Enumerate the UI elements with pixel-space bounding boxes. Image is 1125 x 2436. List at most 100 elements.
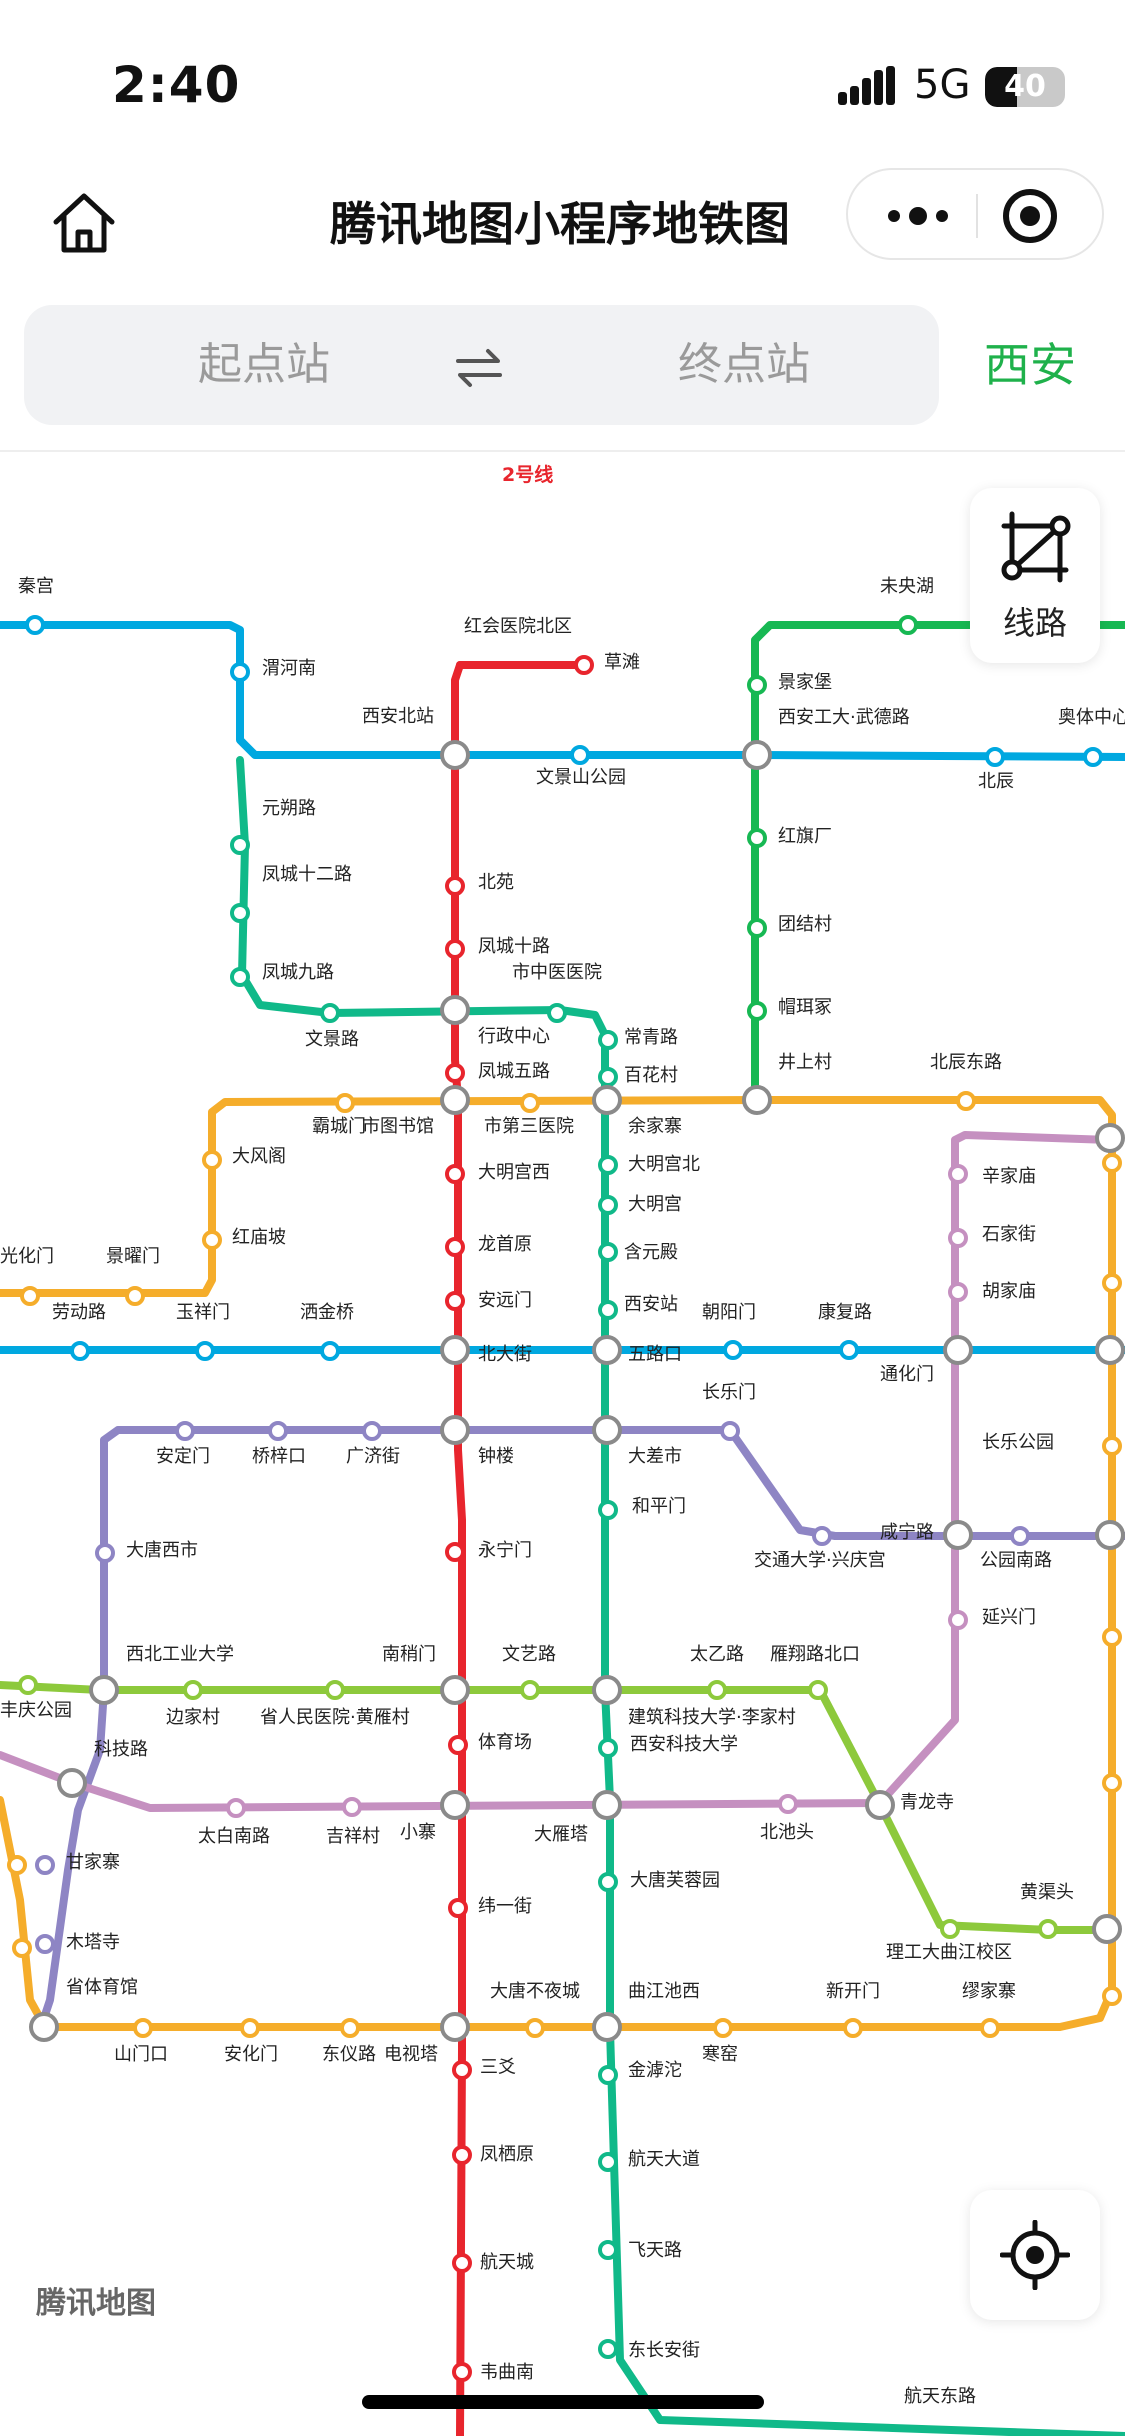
transfer-station-marker[interactable] xyxy=(943,1335,973,1365)
station-marker[interactable] xyxy=(445,1237,465,1257)
more-button[interactable] xyxy=(878,192,958,240)
station-marker[interactable] xyxy=(1083,747,1103,767)
station-marker[interactable] xyxy=(713,2018,733,2038)
station-marker[interactable] xyxy=(448,1898,468,1918)
station-marker[interactable] xyxy=(230,835,250,855)
station-marker[interactable] xyxy=(747,918,767,938)
station-marker[interactable] xyxy=(230,967,250,987)
metro-map[interactable]: 秦宫未央湖红会医院北区草滩渭河南景家堡西安工大·武德路西安北站奥体中心文景山公园… xyxy=(0,452,1125,2436)
station-marker[interactable] xyxy=(747,828,767,848)
station-marker[interactable] xyxy=(985,747,1005,767)
station-marker[interactable] xyxy=(598,1500,618,1520)
transfer-station-marker[interactable] xyxy=(440,1790,470,1820)
transfer-station-marker[interactable] xyxy=(440,2012,470,2042)
station-marker[interactable] xyxy=(720,1421,740,1441)
station-marker[interactable] xyxy=(325,1680,345,1700)
station-marker[interactable] xyxy=(25,615,45,635)
transfer-station-marker[interactable] xyxy=(440,1675,470,1705)
station-marker[interactable] xyxy=(7,1855,27,1875)
station-marker[interactable] xyxy=(95,1543,115,1563)
station-marker[interactable] xyxy=(335,1093,355,1113)
home-button[interactable] xyxy=(44,182,124,262)
station-marker[interactable] xyxy=(598,1872,618,1892)
station-marker[interactable] xyxy=(948,1164,968,1184)
locate-button[interactable] xyxy=(970,2190,1100,2320)
station-marker[interactable] xyxy=(1102,1273,1122,1293)
station-marker[interactable] xyxy=(202,1230,222,1250)
transfer-station-marker[interactable] xyxy=(29,2012,59,2042)
station-marker[interactable] xyxy=(747,1001,767,1021)
station-marker[interactable] xyxy=(948,1228,968,1248)
station-marker[interactable] xyxy=(202,1150,222,1170)
station-marker[interactable] xyxy=(812,1526,832,1546)
station-marker[interactable] xyxy=(598,2240,618,2260)
station-marker[interactable] xyxy=(598,1195,618,1215)
station-marker[interactable] xyxy=(598,1067,618,1087)
station-marker[interactable] xyxy=(547,1003,567,1023)
transfer-station-marker[interactable] xyxy=(57,1768,87,1798)
station-marker[interactable] xyxy=(240,2018,260,2038)
transfer-station-marker[interactable] xyxy=(592,1085,622,1115)
city-selector[interactable]: 西安 xyxy=(984,338,1076,392)
station-marker[interactable] xyxy=(808,1680,828,1700)
station-marker[interactable] xyxy=(574,655,594,675)
start-station-field[interactable]: 起点站 xyxy=(198,339,330,390)
route-button[interactable]: 线路 xyxy=(970,488,1100,663)
station-marker[interactable] xyxy=(175,1421,195,1441)
station-marker[interactable] xyxy=(445,1542,465,1562)
station-marker[interactable] xyxy=(195,1341,215,1361)
station-marker[interactable] xyxy=(598,1030,618,1050)
station-marker[interactable] xyxy=(1102,1773,1122,1793)
station-marker[interactable] xyxy=(948,1610,968,1630)
station-marker[interactable] xyxy=(452,2253,472,2273)
transfer-station-marker[interactable] xyxy=(89,1675,119,1705)
transfer-station-marker[interactable] xyxy=(1092,1914,1122,1944)
station-marker[interactable] xyxy=(35,1934,55,1954)
transfer-station-marker[interactable] xyxy=(592,1675,622,1705)
station-marker[interactable] xyxy=(525,2018,545,2038)
station-marker[interactable] xyxy=(956,1091,976,1111)
station-marker[interactable] xyxy=(125,1286,145,1306)
station-marker[interactable] xyxy=(948,1282,968,1302)
station-marker[interactable] xyxy=(839,1340,859,1360)
station-marker[interactable] xyxy=(598,1242,618,1262)
station-marker[interactable] xyxy=(452,2060,472,2080)
station-marker[interactable] xyxy=(843,2018,863,2038)
transfer-station-marker[interactable] xyxy=(440,1335,470,1365)
station-marker[interactable] xyxy=(448,1735,468,1755)
station-marker[interactable] xyxy=(320,1341,340,1361)
transfer-station-marker[interactable] xyxy=(440,1085,470,1115)
close-miniprogram-button[interactable] xyxy=(998,184,1062,248)
transfer-station-marker[interactable] xyxy=(1095,1335,1125,1365)
transfer-station-marker[interactable] xyxy=(742,740,772,770)
transfer-station-marker[interactable] xyxy=(742,1085,772,1115)
station-marker[interactable] xyxy=(778,1794,798,1814)
transfer-station-marker[interactable] xyxy=(1095,1123,1125,1153)
station-marker[interactable] xyxy=(268,1421,288,1441)
station-marker[interactable] xyxy=(342,1797,362,1817)
station-marker[interactable] xyxy=(452,2145,472,2165)
station-marker[interactable] xyxy=(230,903,250,923)
station-marker[interactable] xyxy=(1102,1986,1122,2006)
transfer-station-marker[interactable] xyxy=(440,995,470,1025)
station-marker[interactable] xyxy=(445,939,465,959)
station-marker[interactable] xyxy=(226,1798,246,1818)
station-marker[interactable] xyxy=(598,1738,618,1758)
station-marker[interactable] xyxy=(520,1680,540,1700)
station-marker[interactable] xyxy=(570,745,590,765)
swap-icon[interactable] xyxy=(454,345,504,391)
station-marker[interactable] xyxy=(445,1063,465,1083)
station-marker[interactable] xyxy=(598,2339,618,2359)
transfer-station-marker[interactable] xyxy=(592,2012,622,2042)
station-marker[interactable] xyxy=(598,2152,618,2172)
transfer-station-marker[interactable] xyxy=(592,1335,622,1365)
station-marker[interactable] xyxy=(12,1938,32,1958)
station-marker[interactable] xyxy=(230,662,250,682)
transfer-station-marker[interactable] xyxy=(865,1790,895,1820)
station-marker[interactable] xyxy=(1102,1153,1122,1173)
station-marker[interactable] xyxy=(452,2362,472,2382)
station-marker[interactable] xyxy=(1038,1919,1058,1939)
station-marker[interactable] xyxy=(747,675,767,695)
transfer-station-marker[interactable] xyxy=(1095,1520,1125,1550)
station-marker[interactable] xyxy=(898,615,918,635)
